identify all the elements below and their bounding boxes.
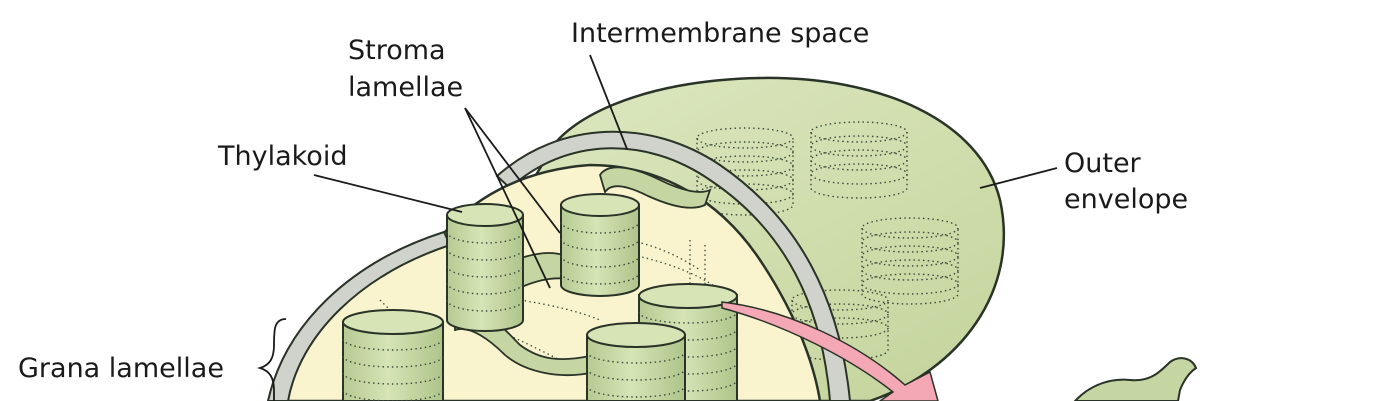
grana-lamellae-label: Grana lamellae [18,353,224,384]
granum-b [560,193,640,297]
granum-e [586,322,686,401]
outer-envelope-label-line1: Outer [1064,148,1142,179]
stroma-lamellae-label-line1: Stroma [348,35,446,66]
stroma-lamella-3 [599,166,712,209]
leader-lines [256,54,1058,401]
outer-envelope-label-line2: envelope [1064,184,1188,215]
detail-fragment [1073,357,1198,401]
intermembrane-space-label: Intermembrane space [571,18,869,49]
intermembrane-space-band [495,130,852,401]
zoom-arrow [721,301,939,401]
thylakoid-label: Thylakoid [217,141,347,172]
background-grana [696,121,959,361]
stroma-lamellae-label-line2: lamellae [348,72,463,103]
granum-d [342,309,444,401]
granum-a [446,203,524,332]
